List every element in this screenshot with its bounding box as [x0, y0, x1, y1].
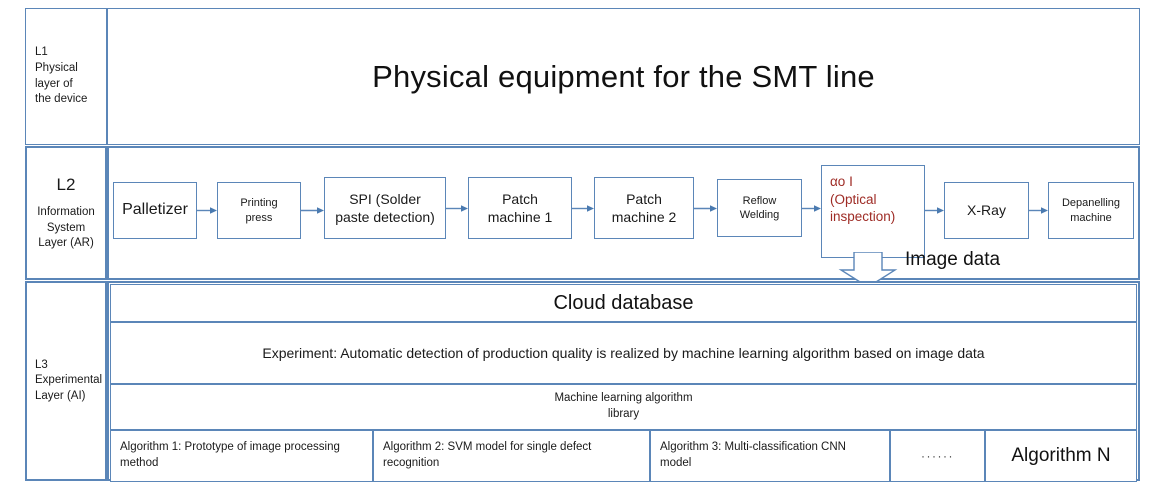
- algorithm-cell-1[interactable]: Algorithm 1: Prototype of image processi…: [110, 430, 373, 482]
- ml-library-banner: Machine learning algorithm library: [110, 384, 1137, 430]
- l1-label-line-1: L1: [35, 46, 48, 59]
- arrow-spi-to-patch-machine-1: [446, 205, 468, 212]
- process-box-aoi[interactable]: αo I (Optical inspection): [821, 165, 925, 258]
- cloud-database-banner[interactable]: Cloud database: [110, 284, 1137, 322]
- l3-label-cell: [25, 281, 107, 481]
- algorithm-cell-n[interactable]: Algorithm N: [985, 430, 1137, 482]
- algorithm-cell-2[interactable]: Algorithm 2: SVM model for single defect…: [373, 430, 650, 482]
- l2-label-line-2: System: [46, 221, 86, 234]
- image-data-label: Image data: [905, 249, 1001, 270]
- arrow-x-ray-to-depanelling-machine: [1029, 207, 1048, 214]
- process-box-patch-machine-1[interactable]: Patch machine 1: [468, 177, 572, 239]
- experiment-banner: Experiment: Automatic detection of produ…: [110, 322, 1137, 384]
- algorithm-cell-ellipsis: ······: [890, 430, 985, 482]
- arrow-reflow-welding-to-aoi: [802, 205, 821, 212]
- l2-label-code: L2: [56, 175, 76, 195]
- l3-label-line-3: Layer (AI): [35, 389, 86, 402]
- l2-layer-label: L2 Information System Layer (AR): [25, 146, 107, 280]
- process-box-patch-machine-2[interactable]: Patch machine 2: [594, 177, 694, 239]
- image-data-block-arrow: [838, 252, 898, 288]
- l3-label-line-2: Experimental: [35, 374, 103, 387]
- process-box-depanelling-machine[interactable]: Depanelling machine: [1048, 182, 1134, 239]
- process-box-reflow-welding[interactable]: Reflow Welding: [717, 179, 802, 237]
- l1-title: Physical equipment for the SMT line: [372, 58, 875, 94]
- l1-layer-label: L1 Physical layer of the device: [25, 8, 107, 145]
- l3-label-line-1: L3: [35, 358, 48, 371]
- process-box-palletizer[interactable]: Palletizer: [113, 182, 197, 239]
- arrow-printing-press-to-spi: [301, 207, 324, 214]
- l2-label-line-3: Layer (AR): [38, 237, 94, 250]
- process-box-spi[interactable]: SPI (Solder paste detection): [324, 177, 446, 239]
- l1-label-cell: [25, 8, 107, 145]
- process-box-printing-press[interactable]: Printing press: [217, 182, 301, 239]
- arrow-patch-machine-2-to-reflow-welding: [694, 205, 717, 212]
- l1-content-cell: [107, 8, 1140, 145]
- l2-label-line-1: Information: [37, 206, 95, 219]
- l2-label-cell: [25, 146, 107, 280]
- algorithm-cell-3[interactable]: Algorithm 3: Multi-classification CNN mo…: [650, 430, 890, 482]
- l1-label-line-3: layer of: [35, 77, 73, 90]
- arrow-palletizer-to-printing-press: [197, 207, 217, 214]
- l1-label-line-2: Physical: [35, 61, 78, 74]
- arrow-patch-machine-1-to-patch-machine-2: [572, 205, 594, 212]
- arrow-aoi-to-x-ray: [925, 207, 944, 214]
- l1-label-line-4: the device: [35, 93, 88, 106]
- l3-layer-label: L3 Experimental Layer (AI): [25, 281, 107, 481]
- process-box-x-ray[interactable]: X-Ray: [944, 182, 1029, 239]
